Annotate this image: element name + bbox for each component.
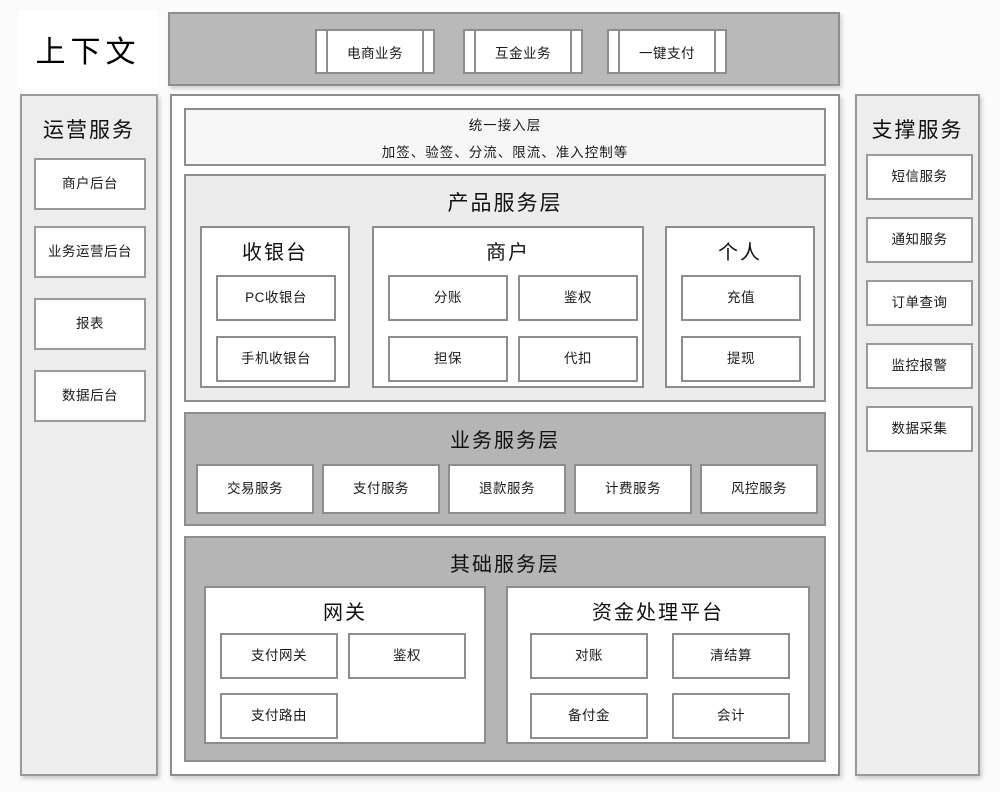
product-item-label: 提现 (727, 350, 755, 366)
right-rail-item-label: 数据采集 (891, 420, 948, 436)
right-rail-item-notification-service[interactable]: 通知服务 (866, 217, 973, 263)
left-rail-operations-services: 运营服务 商户后台 业务运营后台 报表 数据后台 (20, 94, 158, 776)
product-group-merchant-title: 商户 (486, 242, 530, 264)
product-item-label: 担保 (434, 350, 462, 366)
left-rail-item-reports[interactable]: 报表 (34, 298, 146, 350)
context-title-plate: 上下文 (18, 10, 158, 88)
product-item-recharge[interactable]: 充值 (681, 275, 801, 321)
business-item-label: 风控服务 (731, 480, 787, 496)
top-bar-item-label: 电商业务 (347, 45, 403, 61)
top-bar-item-label: 一键支付 (639, 45, 695, 61)
business-item-refund-service[interactable]: 退款服务 (448, 464, 566, 514)
base-item-accounting[interactable]: 会计 (672, 693, 790, 739)
base-service-layer: 其础服务层 网关 支付网关 鉴权 支付路由 资金处理平台 对账 (184, 536, 826, 762)
business-item-label: 退款服务 (479, 480, 535, 496)
product-group-cashier-title: 收银台 (242, 242, 308, 264)
product-item-label: PC收银台 (245, 289, 307, 305)
base-item-clearing-settlement[interactable]: 清结算 (672, 633, 790, 679)
right-rail-support-services: 支撑服务 短信服务 通知服务 订单查询 监控报警 数据采集 (855, 94, 980, 776)
base-item-reconciliation[interactable]: 对账 (530, 633, 648, 679)
product-item-mobile-cashier[interactable]: 手机收银台 (216, 336, 336, 382)
product-item-label: 代扣 (564, 350, 592, 366)
business-service-layer: 业务服务层 交易服务 支付服务 退款服务 计费服务 风控服务 (184, 412, 826, 526)
product-group-merchant: 商户 分账 鉴权 担保 代扣 (372, 226, 644, 388)
base-group-fund-processing-platform: 资金处理平台 对账 清结算 备付金 会计 (506, 586, 810, 744)
left-rail-item-data-backend[interactable]: 数据后台 (34, 370, 146, 422)
right-rail-title: 支撑服务 (871, 119, 964, 142)
base-item-label: 清结算 (710, 647, 752, 663)
left-rail-title: 运营服务 (43, 119, 135, 142)
right-rail-item-sms-service[interactable]: 短信服务 (866, 154, 973, 200)
product-service-layer: 产品服务层 收银台 PC收银台 手机收银台 商户 分账 鉴权 (184, 174, 826, 402)
product-item-label: 充值 (727, 289, 755, 305)
business-item-risk-control-service[interactable]: 风控服务 (700, 464, 818, 514)
top-bar-item-label: 互金业务 (495, 45, 551, 61)
base-item-payment-gateway[interactable]: 支付网关 (220, 633, 338, 679)
product-group-personal-title: 个人 (718, 242, 762, 264)
base-item-reserve-funds[interactable]: 备付金 (530, 693, 648, 739)
top-bar-item-one-click-pay[interactable]: 一键支付 (607, 29, 727, 74)
base-item-label: 支付路由 (251, 707, 307, 723)
product-item-label: 鉴权 (564, 289, 592, 305)
business-item-transaction-service[interactable]: 交易服务 (196, 464, 314, 514)
base-group-gateway-title: 网关 (323, 602, 367, 624)
base-group-fund-processing-platform-title: 资金处理平台 (592, 602, 724, 624)
business-item-billing-service[interactable]: 计费服务 (574, 464, 692, 514)
right-rail-item-label: 监控报警 (891, 357, 948, 373)
product-item-withholding[interactable]: 代扣 (518, 336, 638, 382)
context-title-label: 上下文 (35, 36, 141, 69)
left-rail-item-label: 报表 (76, 315, 104, 331)
access-layer-subtitle: 加签、验签、分流、限流、准入控制等 (381, 144, 629, 160)
top-business-bar: 电商业务 互金业务 一键支付 (168, 12, 840, 86)
business-service-layer-title: 业务服务层 (450, 430, 560, 452)
base-group-gateway: 网关 支付网关 鉴权 支付路由 (204, 586, 486, 744)
product-item-label: 分账 (434, 289, 462, 305)
base-service-layer-title: 其础服务层 (450, 554, 560, 576)
product-group-personal: 个人 充值 提现 (665, 226, 815, 388)
unified-access-layer: 统一接入层 加签、验签、分流、限流、准入控制等 (184, 108, 826, 166)
left-rail-item-label: 业务运营后台 (48, 243, 132, 259)
right-rail-item-data-collection[interactable]: 数据采集 (866, 406, 973, 452)
business-item-label: 交易服务 (227, 480, 283, 496)
product-item-label: 手机收银台 (241, 350, 311, 366)
access-layer-title: 统一接入层 (468, 117, 542, 133)
business-item-label: 支付服务 (353, 480, 409, 496)
right-rail-item-label: 通知服务 (891, 231, 948, 247)
product-service-layer-title: 产品服务层 (447, 192, 563, 215)
product-item-merchant-auth[interactable]: 鉴权 (518, 275, 638, 321)
base-item-label: 会计 (717, 707, 745, 723)
business-item-label: 计费服务 (605, 480, 661, 496)
base-item-gateway-auth[interactable]: 鉴权 (348, 633, 466, 679)
left-rail-item-merchant-backend[interactable]: 商户后台 (34, 158, 146, 210)
base-item-label: 对账 (575, 647, 603, 663)
base-item-label: 鉴权 (393, 647, 421, 663)
right-rail-item-monitoring-alert[interactable]: 监控报警 (866, 343, 973, 389)
right-rail-item-order-query[interactable]: 订单查询 (866, 280, 973, 326)
base-item-label: 备付金 (568, 707, 610, 723)
top-bar-item-ecommerce[interactable]: 电商业务 (315, 29, 435, 74)
right-rail-item-label: 订单查询 (891, 294, 948, 310)
product-group-cashier: 收银台 PC收银台 手机收银台 (200, 226, 350, 388)
left-rail-item-label: 商户后台 (62, 175, 118, 191)
left-rail-item-label: 数据后台 (62, 387, 118, 403)
product-item-split-account[interactable]: 分账 (388, 275, 508, 321)
right-rail-item-label: 短信服务 (891, 168, 948, 184)
business-item-payment-service[interactable]: 支付服务 (322, 464, 440, 514)
product-item-guarantee[interactable]: 担保 (388, 336, 508, 382)
center-main-panel: 统一接入层 加签、验签、分流、限流、准入控制等 产品服务层 收银台 PC收银台 … (170, 94, 840, 776)
product-item-pc-cashier[interactable]: PC收银台 (216, 275, 336, 321)
left-rail-item-business-ops-backend[interactable]: 业务运营后台 (34, 226, 146, 278)
product-item-withdraw[interactable]: 提现 (681, 336, 801, 382)
base-item-payment-routing[interactable]: 支付路由 (220, 693, 338, 739)
top-bar-item-internet-finance[interactable]: 互金业务 (463, 29, 583, 74)
base-item-label: 支付网关 (251, 647, 307, 663)
